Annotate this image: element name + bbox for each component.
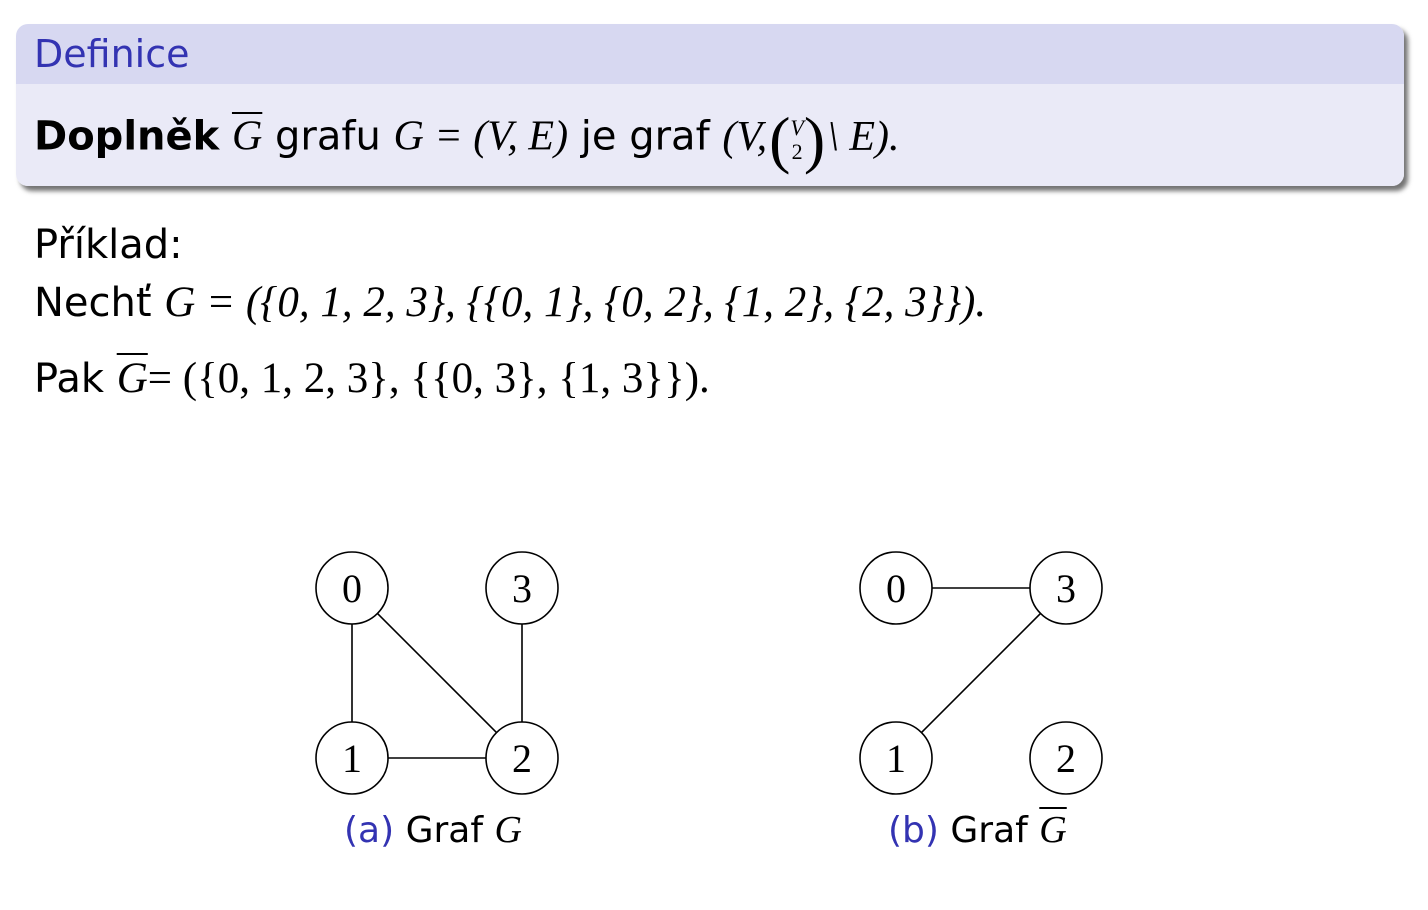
caption-b-label: (b): [888, 810, 939, 851]
node-label-1: 1: [886, 736, 906, 781]
graph-g-complement-diagram: 0 3 1 2: [859, 551, 1103, 795]
node-label-2: 2: [512, 736, 532, 781]
definition-formula-1: G = (V, E): [393, 113, 569, 160]
caption-b: (b) Graf G: [888, 808, 1067, 852]
node-2: [1029, 721, 1103, 795]
example-line-2-math: = ({0, 1, 2, 3}, {{0, 3}, {1, 3}}).: [147, 355, 710, 402]
node-label-3: 3: [1056, 566, 1076, 611]
example-line-2: Pak G= ({0, 1, 2, 3}, {{0, 3}, {1, 3}}).: [34, 354, 710, 403]
example-line-2-symbol: G: [116, 355, 148, 402]
node-label-0: 0: [342, 566, 362, 611]
node-0: [315, 551, 389, 625]
edge-1-3: [920, 612, 1042, 734]
example-line-1: Nechť G = ({0, 1, 2, 3}, {{0, 1}, {0, 2}…: [34, 278, 986, 327]
definition-block: Definice Doplněk G grafu G = (V, E) je g…: [16, 24, 1404, 186]
definition-text-2: je graf: [580, 113, 710, 160]
example-label: Příklad:: [34, 222, 183, 268]
example-line-1-math: G = ({0, 1, 2, 3}, {{0, 1}, {0, 2}, {1, …: [164, 279, 987, 326]
definition-text-1: grafu: [275, 113, 381, 160]
node-1: [315, 721, 389, 795]
node-1: [859, 721, 933, 795]
complement-symbol: G: [231, 113, 263, 160]
node-3: [1029, 551, 1103, 625]
caption-b-text: Graf: [950, 810, 1028, 851]
node-2: [485, 721, 559, 795]
node-label-0: 0: [886, 566, 906, 611]
example-line-1-prefix: Nechť: [34, 280, 152, 326]
caption-a-symbol: G: [494, 809, 522, 851]
caption-a-text: Graf: [405, 810, 484, 851]
definition-title-bar: Definice: [16, 24, 1404, 84]
node-label-2: 2: [1056, 736, 1076, 781]
definition-body: Doplněk G grafu G = (V, E) je graf (V,(V…: [16, 84, 1404, 186]
example-line-2-prefix: Pak: [34, 356, 104, 402]
node-label-3: 3: [512, 566, 532, 611]
caption-a-label: (a): [344, 810, 395, 851]
graph-g-diagram: 0 3 1 2: [315, 551, 559, 795]
definition-statement: Doplněk G grafu G = (V, E) je graf (V,(V…: [34, 108, 900, 172]
node-label-1: 1: [342, 736, 362, 781]
definition-title: Definice: [34, 32, 190, 76]
caption-a: (a) Graf G: [344, 808, 522, 852]
binomial-top: V: [790, 114, 804, 140]
node-0: [859, 551, 933, 625]
binomial-bottom: 2: [791, 139, 803, 164]
caption-b-symbol: G: [1039, 809, 1067, 851]
definition-term: Doplněk: [34, 113, 220, 160]
edge-0-2: [376, 612, 498, 734]
node-3: [485, 551, 559, 625]
